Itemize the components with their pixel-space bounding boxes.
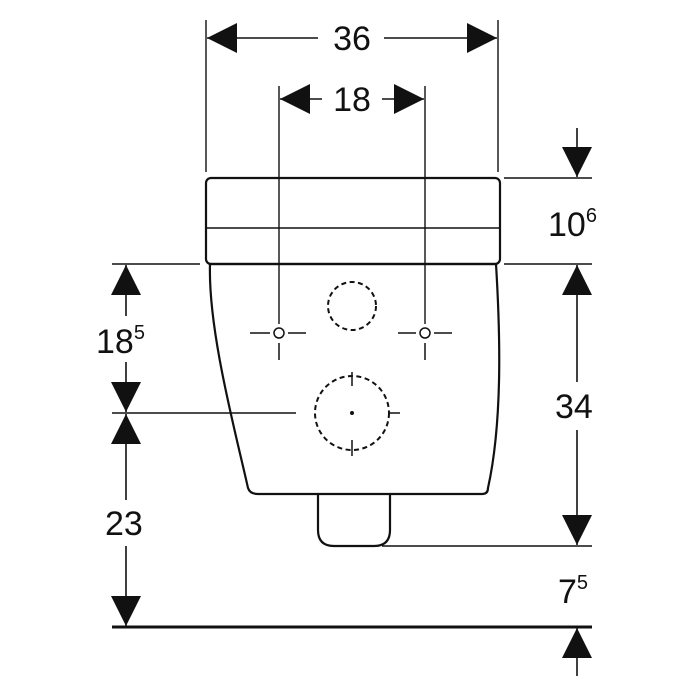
drain-center-dot bbox=[350, 411, 354, 415]
fixing-bolt-right bbox=[398, 327, 452, 360]
inlet-circle bbox=[327, 281, 377, 331]
label-23: 23 bbox=[105, 505, 143, 543]
label-18-5: 185 bbox=[96, 322, 145, 361]
drain-crosshair bbox=[351, 372, 400, 456]
label-36: 36 bbox=[333, 20, 371, 58]
bowl-outline bbox=[208, 262, 501, 496]
seat-lid bbox=[204, 176, 502, 266]
label-7-5: 75 bbox=[558, 572, 588, 611]
label-34: 34 bbox=[555, 388, 593, 426]
outlet-spigot bbox=[316, 494, 392, 548]
label-10-6: 106 bbox=[548, 205, 597, 244]
label-18: 18 bbox=[333, 81, 371, 119]
fixing-bolt-left bbox=[250, 327, 306, 360]
